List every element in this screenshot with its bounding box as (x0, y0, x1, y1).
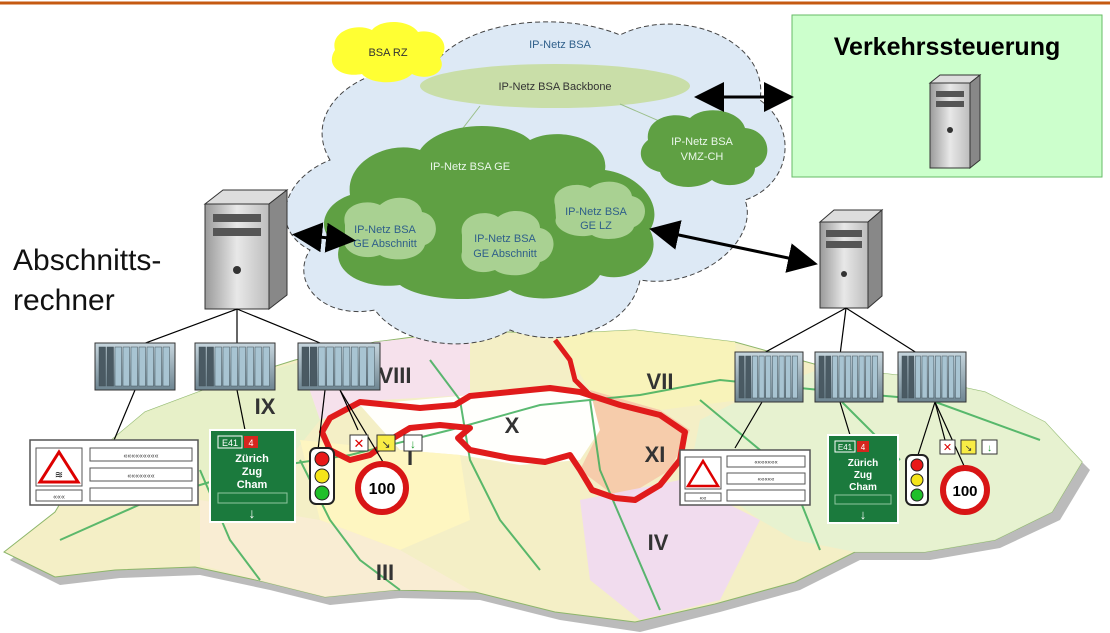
region-boundary-north (553, 338, 592, 397)
lane-open-icon-right: ↓ (987, 443, 992, 454)
plc-unit (814, 351, 884, 403)
sign-right-line2: Zug (854, 470, 872, 481)
ip-netz-bsa-cloud: BSA RZ IP-Netz BSA IP-Netz BSA Backbone … (284, 21, 786, 345)
traffic-light-right (905, 454, 929, 506)
arrow-server-ge (292, 222, 356, 253)
variable-message-sign-left: ≋ ««««««««« ««««««« ««« (29, 439, 199, 506)
traffic-control-title: Verkehrssteuerung (834, 33, 1061, 61)
arrow-down-icon: ↓ (249, 505, 256, 521)
svg-text:≋: ≋ (55, 470, 63, 481)
region-area-iv (580, 480, 760, 620)
section-computer-label-line2: rechner (13, 284, 115, 317)
speed-limit-sign-right: 100 (940, 465, 990, 515)
lane-diagonal-arrow-icon-right: ↘ (965, 443, 973, 453)
plc-unit (297, 342, 381, 391)
speed-limit-sign-left: 100 (355, 461, 409, 515)
svg-text:««: «« (700, 496, 707, 502)
direction-sign-right: E41 4 Zürich Zug Cham ↓ (827, 434, 899, 524)
region-label-xi: XI (645, 442, 666, 467)
ge-lz-line1: IP-Netz BSA (565, 206, 627, 218)
region-label-iv: IV (648, 530, 669, 555)
svg-text:«««««: ««««« (758, 477, 775, 483)
svg-text:«««««««««: ««««««««« (123, 453, 158, 460)
svg-text:«««: ««« (53, 494, 65, 501)
plc-unit (194, 342, 276, 391)
arrow-ge-server-right (649, 220, 818, 273)
lane-closed-icon-left: ✕ (354, 436, 365, 451)
sign-left-line2: Zug (242, 466, 262, 478)
plc-unit (94, 342, 176, 391)
vmz-label-line2: VMZ-CH (681, 151, 724, 163)
right-tree-lines (734, 307, 966, 469)
plc-units (94, 342, 967, 403)
sign-right-line3: Cham (849, 482, 877, 493)
lane-closed-icon-right: ✕ (943, 442, 952, 454)
ge-label: IP-Netz BSA GE (430, 161, 510, 173)
bsa-rz-cloud (331, 21, 445, 83)
ip-netz-bsa-label: IP-Netz BSA (529, 39, 591, 51)
section-computer-label-line1: Abschnitts- (13, 244, 161, 277)
route-num-left: 4 (248, 438, 253, 448)
svg-text:«««««««: ««««««« (754, 460, 778, 466)
traffic-control-server-icon (928, 73, 982, 170)
lane-open-icon-left: ↓ (410, 437, 416, 451)
region-label-viii: VIII (378, 363, 411, 388)
region-label-i: I (407, 445, 413, 470)
lane-diagonal-arrow-icon-left: ↘ (381, 439, 390, 451)
section-server-left-icon (203, 188, 289, 311)
sign-left-line1: Zürich (235, 453, 269, 465)
ge-abschnitt-mid-line2: GE Abschnitt (473, 248, 537, 260)
speed-right-value: 100 (952, 483, 977, 500)
region-label-x: X (505, 413, 520, 438)
ge-abschnitt-mid-line1: IP-Netz BSA (474, 233, 536, 245)
svg-text:«««««««: ««««««« (127, 473, 154, 480)
bsa-rz-label: BSA RZ (368, 47, 407, 59)
backbone-ellipse (420, 64, 690, 108)
lane-signals-right: ✕ ↘ ↓ (939, 439, 998, 455)
traffic-light-left (309, 447, 335, 505)
vmz-label-line1: IP-Netz BSA (671, 136, 733, 148)
route-label-right: E41 (838, 443, 853, 452)
traffic-control-box: Verkehrssteuerung (791, 14, 1103, 178)
vmz-ch-cloud (640, 110, 768, 187)
left-tree-lines (111, 308, 384, 463)
direction-sign-left: E41 4 Zürich Zug Cham ↓ (209, 429, 296, 523)
sign-right-line1: Zürich (848, 458, 879, 469)
region-label-ix: IX (255, 394, 276, 419)
route-label-left: E41 (222, 438, 238, 448)
ge-abschnitt-cloud-mid (461, 210, 554, 276)
ge-lz-cloud (554, 181, 645, 239)
sign-left-line3: Cham (237, 479, 268, 491)
ge-abschnitt-left-line1: IP-Netz BSA (354, 224, 416, 236)
arrow-down-icon-right: ↓ (860, 507, 867, 522)
region-label-vii: VII (647, 369, 674, 394)
region-label-iii: III (376, 560, 394, 585)
ge-lz-line2: GE LZ (580, 220, 612, 232)
plc-unit (897, 351, 967, 403)
speed-left-value: 100 (369, 481, 396, 498)
plc-unit (734, 351, 804, 403)
switzerland-map: IX VIII VII X XI I IV III (3, 329, 1090, 632)
lane-signals-left: ✕ ↘ ↓ (349, 434, 423, 452)
section-server-right-icon (818, 208, 884, 310)
ge-abschnitt-cloud-left (344, 197, 436, 260)
region-area-vii (555, 330, 740, 410)
variable-message-sign-right: ««««««« ««««« «« (679, 449, 811, 506)
route-num-right: 4 (861, 443, 866, 452)
ge-abschnitt-left-line2: GE Abschnitt (353, 238, 417, 250)
backbone-label: IP-Netz BSA Backbone (498, 81, 611, 93)
region-area-iii (200, 500, 470, 597)
